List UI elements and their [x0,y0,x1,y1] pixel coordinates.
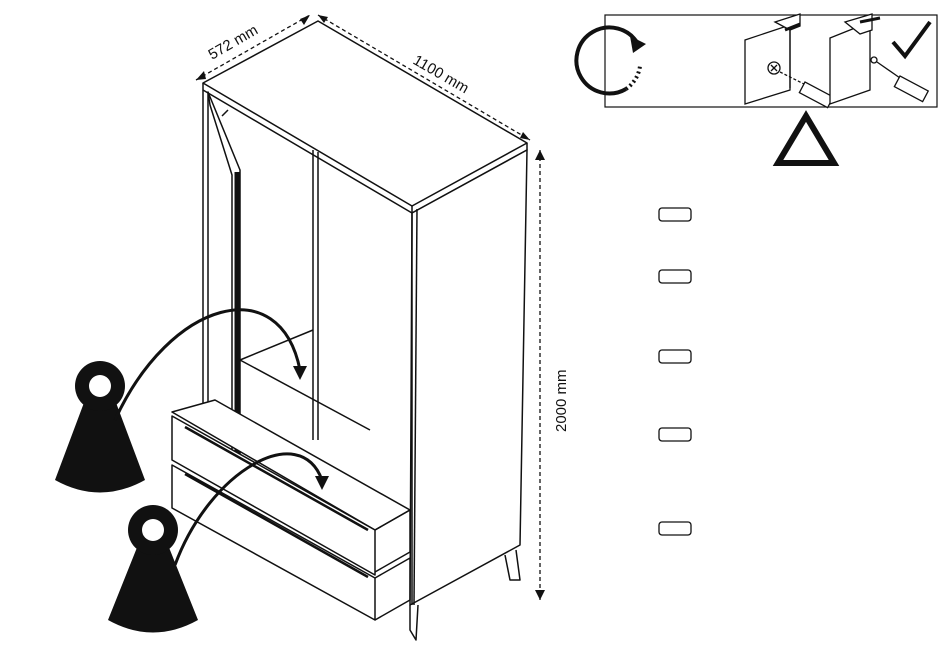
height-label: 2000 mm [553,369,570,432]
checkbox-list [659,208,691,535]
leg-back [505,550,520,580]
checkbox-2[interactable] [659,270,691,283]
warning-triangle-icon [778,116,834,163]
wardrobe-side-panel [410,150,527,605]
leg-front [410,605,418,640]
weight-icon-upper [55,361,145,493]
checkbox-3[interactable] [659,350,691,363]
checkbox-1[interactable] [659,208,691,221]
wardrobe [172,21,527,640]
checkbox-5[interactable] [659,522,691,535]
checkbox-4[interactable] [659,428,691,441]
weight-icon-lower [108,505,198,633]
